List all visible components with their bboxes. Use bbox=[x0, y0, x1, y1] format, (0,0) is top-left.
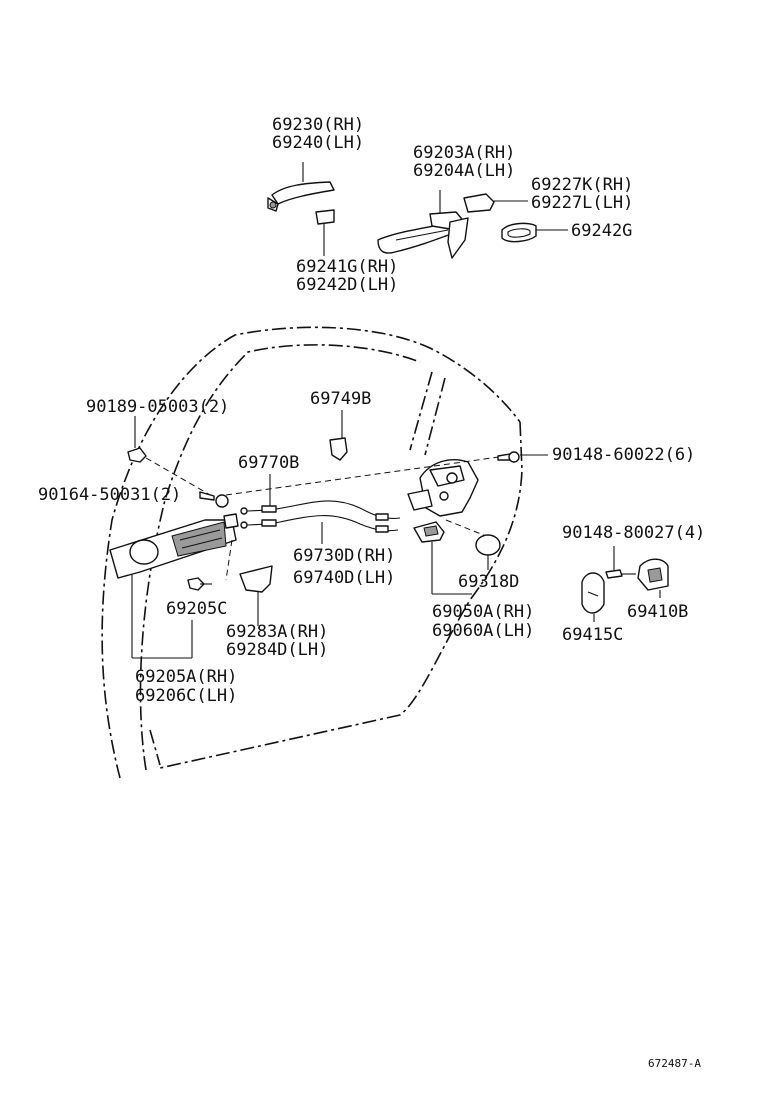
label-90189: 90189-05003(2) bbox=[86, 397, 229, 417]
handle-cover bbox=[463, 193, 528, 213]
diagram-id: 672487-A bbox=[648, 1057, 701, 1070]
label-69205c: 69205C bbox=[166, 599, 227, 619]
label-69242g: 69242G bbox=[571, 221, 632, 241]
label-69283a: 69283A(RH) bbox=[226, 622, 328, 642]
screw-90164 bbox=[199, 491, 229, 508]
handle-frame bbox=[377, 190, 469, 259]
label-69203a: 69203A(RH) bbox=[413, 143, 515, 163]
label-69749b: 69749B bbox=[310, 389, 371, 409]
label-69740d: 69740D(LH) bbox=[293, 568, 395, 588]
label-69227k: 69227K(RH) bbox=[531, 175, 633, 195]
label-69318d: 69318D bbox=[458, 572, 519, 592]
handle-gasket bbox=[501, 222, 568, 243]
part-labels: 69230(RH) 69240(LH) 69203A(RH) 69204A(LH… bbox=[38, 115, 705, 1070]
bolt-90148-80027 bbox=[605, 546, 636, 579]
striker-cover-69415c bbox=[581, 572, 605, 622]
label-90148-80027: 90148-80027(4) bbox=[562, 523, 705, 543]
label-69284d: 69284D(LH) bbox=[226, 640, 328, 660]
clip-69749b bbox=[329, 410, 348, 461]
label-69050a: 69050A(RH) bbox=[432, 602, 534, 622]
label-90148-60022: 90148-60022(6) bbox=[552, 445, 695, 465]
label-69240: 69240(LH) bbox=[272, 133, 364, 153]
label-69060a: 69060A(LH) bbox=[432, 621, 534, 641]
label-69206c: 69206C(LH) bbox=[135, 686, 237, 706]
label-69205a: 69205A(RH) bbox=[135, 667, 237, 687]
clip-90189 bbox=[127, 416, 213, 497]
door-lock-assembly bbox=[225, 455, 507, 595]
inside-handle bbox=[109, 513, 239, 659]
label-69730d: 69730D(RH) bbox=[293, 546, 395, 566]
label-69242d: 69242D(LH) bbox=[296, 275, 398, 295]
label-69241g: 69241G(RH) bbox=[296, 257, 398, 277]
cables bbox=[240, 474, 401, 544]
bolt-90148-60022 bbox=[497, 451, 548, 463]
label-69770b: 69770B bbox=[238, 453, 299, 473]
label-90164: 90164-50031(2) bbox=[38, 485, 181, 505]
outside-handle bbox=[267, 162, 335, 212]
label-69227l: 69227L(LH) bbox=[531, 193, 633, 213]
cap-69318d bbox=[475, 534, 501, 570]
door-outline bbox=[101, 326, 523, 779]
handle-pad bbox=[315, 209, 335, 256]
label-69230: 69230(RH) bbox=[272, 115, 364, 135]
bezel-69283a bbox=[239, 565, 273, 626]
label-69415c: 69415C bbox=[562, 625, 623, 645]
label-69204a: 69204A(LH) bbox=[413, 161, 515, 181]
striker-69410b bbox=[637, 558, 669, 598]
screw-69205c bbox=[187, 577, 212, 591]
label-69410b: 69410B bbox=[627, 602, 688, 622]
